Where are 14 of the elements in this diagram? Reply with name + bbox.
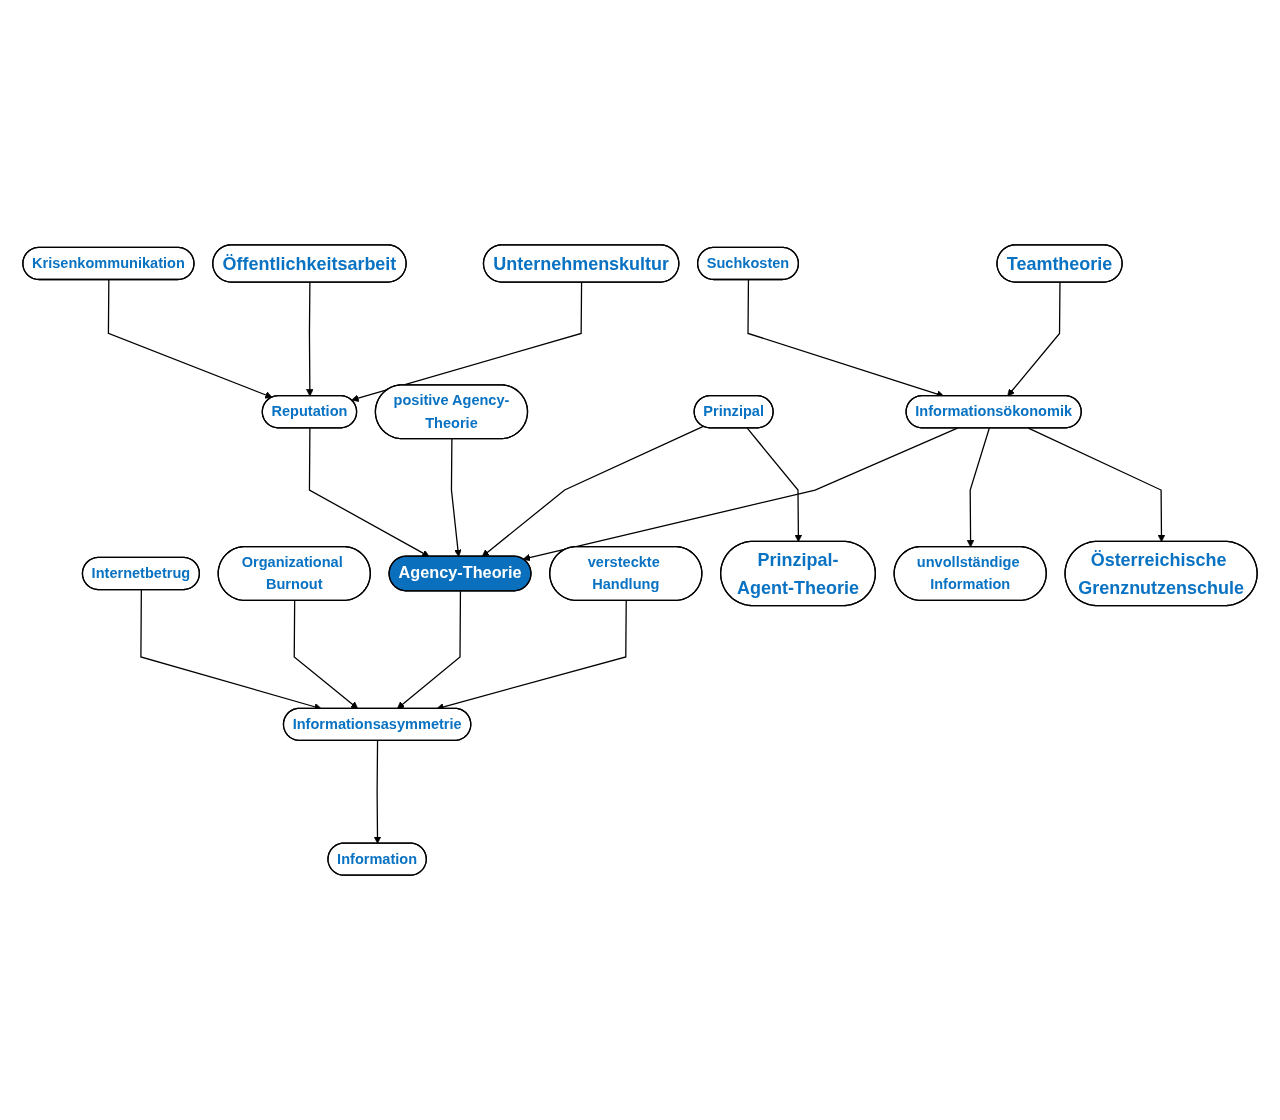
arrow — [481, 425, 704, 557]
arrow — [308, 427, 430, 557]
arrow — [746, 427, 803, 543]
arrow — [373, 740, 382, 844]
arrow — [966, 427, 990, 548]
arrow — [351, 281, 583, 402]
arrow — [1007, 281, 1061, 397]
arrow — [1027, 427, 1166, 543]
arrow — [396, 590, 462, 710]
arrow — [293, 600, 359, 710]
arrow — [107, 279, 273, 399]
arrow — [306, 281, 314, 397]
arrow — [522, 427, 959, 562]
arrow — [450, 438, 462, 557]
